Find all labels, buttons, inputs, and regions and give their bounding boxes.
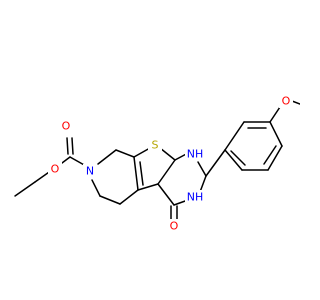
bond-carbonyl-double-1	[66, 137, 69, 155]
bond-aryl-1	[224, 121, 245, 151]
bond-c8a-c4a	[157, 159, 176, 185]
bond-aryl-6	[224, 149, 243, 171]
bond-ch2-c3a	[119, 189, 139, 205]
bond-c2-aryl	[205, 149, 226, 177]
bond-aryl-4	[267, 145, 283, 171]
methoxy-oxygen-label: O	[282, 95, 291, 108]
bond-c4a-c3a-double	[137, 183, 159, 191]
bond-c2-nh	[199, 175, 207, 193]
ketone-oxygen-label: O	[170, 220, 179, 233]
bond-s-c8a	[159, 147, 176, 161]
bond-ch2-ch2	[99, 195, 121, 205]
atom-labels: O O N S NH NH O O	[48, 94, 293, 233]
bonds	[14, 100, 300, 223]
nh-1-label: NH	[187, 148, 204, 161]
bond-nh-c2	[197, 161, 207, 177]
bond-n-ch2-upper	[97, 149, 117, 165]
thiophene-sulfur-label: S	[152, 139, 159, 152]
bond-aryl-inner-3	[230, 150, 246, 166]
bond-inner-c3a-c7a	[139, 161, 144, 186]
bond-ethyl-ch3	[14, 181, 36, 197]
bond-carbonyl-double-2	[71, 137, 74, 155]
bond-o-ch3	[291, 100, 300, 105]
nh-2-label: NH	[187, 191, 204, 204]
bond-aryl-3	[269, 121, 283, 147]
bond-c4-c4a	[157, 183, 175, 206]
bond-c7a-s	[133, 147, 151, 158]
molecule-structure: O O N S NH NH O O	[14, 94, 300, 233]
piperidine-nitrogen-label: N	[86, 165, 94, 178]
bond-n-ch2-lower	[91, 179, 101, 197]
bond-aryl-inner-2	[263, 145, 277, 165]
bond-c3a-c7a	[133, 156, 139, 191]
bond-ch2-c7a	[115, 149, 135, 158]
ester-oxygen-label: O	[51, 163, 60, 176]
carbonyl-oxygen-label: O	[62, 120, 71, 133]
